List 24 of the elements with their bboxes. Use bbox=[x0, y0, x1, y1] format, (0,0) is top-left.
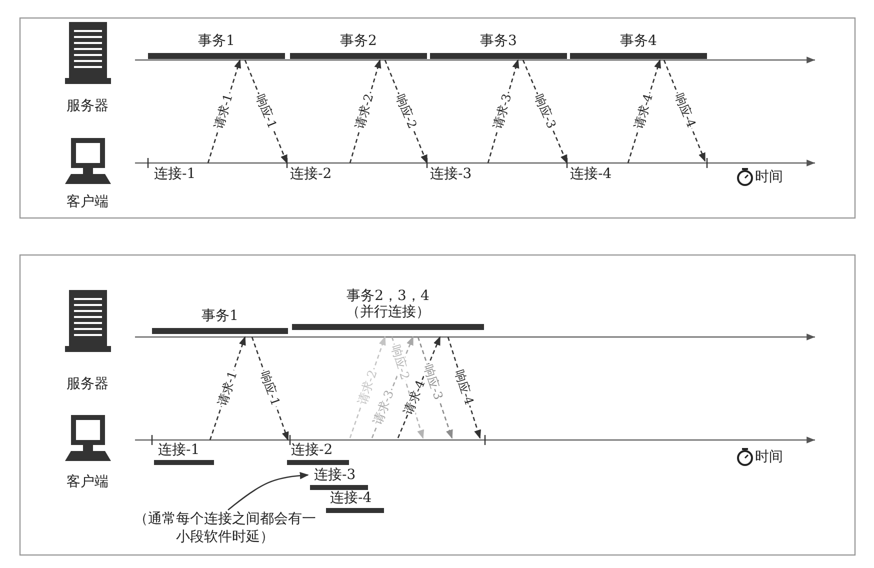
device-label: 客户端 bbox=[66, 474, 110, 490]
transaction-label: 事务4 bbox=[619, 33, 658, 49]
connection-label: 连接-3 bbox=[314, 467, 356, 483]
transaction-label: 事务2 bbox=[339, 33, 378, 49]
transaction-label: 事务1 bbox=[200, 308, 240, 324]
transaction-label: 事务2，3，4 bbox=[346, 288, 430, 304]
connection-label: 连接-4 bbox=[330, 490, 372, 506]
device-label: 客户端 bbox=[66, 194, 110, 210]
connection-label: 连接-3 bbox=[430, 166, 472, 182]
connection-label: 连接-1 bbox=[154, 166, 196, 182]
transaction-label: （并行连接） bbox=[345, 304, 431, 320]
time-label: 时间 bbox=[755, 449, 783, 465]
connection-label: 连接-1 bbox=[158, 442, 200, 458]
curved-arrow bbox=[228, 472, 309, 510]
edge-label: 响应-1 bbox=[258, 368, 282, 408]
transaction-label: 事务1 bbox=[197, 33, 236, 49]
device-label: 服务器 bbox=[66, 98, 110, 114]
connection-label: 连接-2 bbox=[290, 166, 332, 182]
connection-label: 连接-4 bbox=[570, 166, 612, 182]
device-label: 服务器 bbox=[66, 376, 110, 392]
note-text: （通常每个连接之间都会有一小段软件时延） bbox=[133, 510, 317, 546]
connection-label: 连接-2 bbox=[291, 442, 333, 458]
transaction-label: 事务3 bbox=[479, 33, 518, 49]
time-label: 时间 bbox=[755, 169, 783, 185]
